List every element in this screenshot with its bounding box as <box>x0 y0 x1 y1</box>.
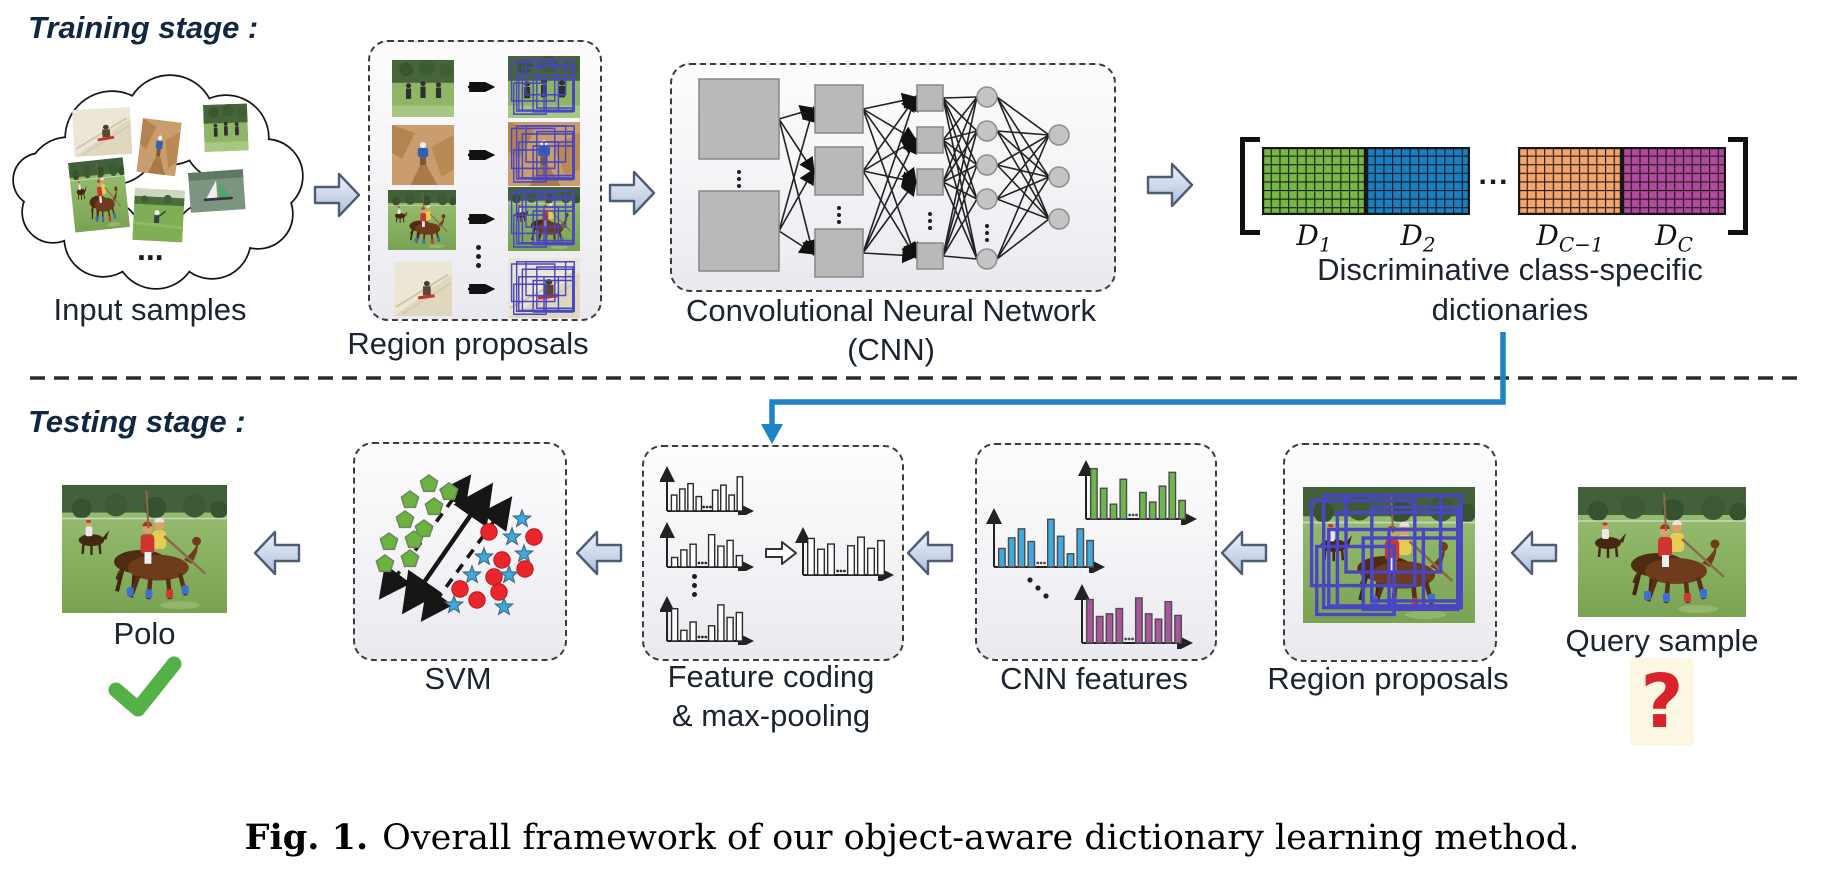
flow-arrow-left-5 <box>1510 530 1558 576</box>
region-proposals-panel-training <box>368 40 602 321</box>
dictionary-block-dc-1 <box>1518 147 1622 215</box>
question-mark-icon: ? <box>1630 658 1694 746</box>
figure-caption-prefix: Fig. 1. <box>244 817 369 858</box>
histograms-ellipsis-icon <box>692 574 697 597</box>
svm-label: SVM <box>424 661 492 696</box>
row-arrow-icon <box>468 150 496 160</box>
training-stage-label: Training stage : <box>28 10 259 45</box>
cnn-panel <box>670 63 1116 292</box>
cnn-features-panel <box>975 443 1217 661</box>
sample-photo-snow <box>394 262 452 316</box>
cnn-feature-histogram-blue <box>986 508 1105 573</box>
proposals-photo-snow <box>508 258 580 318</box>
testing-stage-label: Testing stage : <box>28 404 246 439</box>
right-bracket <box>1728 137 1748 235</box>
dict-label-dc: DC <box>1655 219 1693 257</box>
region-proposals-panel-testing <box>1283 443 1497 662</box>
pooled-histogram <box>795 527 894 581</box>
cnn-label-line1: Convolutional Neural Network <box>685 293 1097 328</box>
region-proposals-label-testing: Region proposals <box>1267 661 1509 696</box>
result-label: Polo <box>113 616 176 651</box>
figure-caption-text: Overall framework of our object-aware di… <box>382 818 1580 858</box>
dict-label-d2: D2 <box>1400 219 1436 257</box>
region-proposals-label-training: Region proposals <box>347 326 589 361</box>
input-samples-label: Input samples <box>53 292 247 327</box>
proposals-photo-rock <box>508 122 580 186</box>
dict-label-dc-1: DC−1 <box>1536 219 1604 257</box>
flow-arrow-left-3 <box>906 530 954 576</box>
flow-arrow-right-3 <box>1146 162 1194 208</box>
feature-coding-panel <box>642 445 904 661</box>
input-samples-cloud: ... <box>12 74 304 290</box>
cnn-label-line2: (CNN) <box>847 332 935 367</box>
dictionaries-caption-line1: Discriminative class-specific <box>1317 252 1703 287</box>
coding-histogram-3 <box>660 596 754 645</box>
coding-histogram-1 <box>660 466 754 515</box>
sample-photo-rock <box>392 125 454 185</box>
feature-coding-label-line2: & max-pooling <box>671 698 871 733</box>
pooling-arrow-icon <box>765 541 797 565</box>
features-ellipsis-icon <box>1027 577 1049 599</box>
flow-arrow-left-4 <box>1220 530 1268 576</box>
cnn-feature-histogram-green <box>1078 460 1197 525</box>
cloud-ellipsis: ... <box>137 231 164 267</box>
sample-photo-people <box>392 60 454 117</box>
svm-scatter-graphic <box>375 474 543 622</box>
dictionaries-caption-line2: dictionaries <box>1431 292 1589 327</box>
left-bracket <box>1240 137 1260 235</box>
feature-coding-label-line1: Feature coding <box>667 659 875 694</box>
coding-histogram-2 <box>660 522 754 571</box>
dict-label-d1: D1 <box>1296 219 1332 257</box>
cnn-features-label: CNN features <box>1000 661 1188 696</box>
check-icon <box>108 656 182 717</box>
cnn-network-graphic <box>698 78 1070 278</box>
dictionary-block-d1 <box>1262 147 1366 215</box>
figure-caption: Fig. 1. Overall framework of our object-a… <box>0 817 1824 858</box>
dictionary-block-d2 <box>1366 147 1470 215</box>
dictionary-flow-connector <box>761 332 1506 444</box>
svm-panel <box>353 442 567 661</box>
dictionaries-ellipsis: ... <box>1478 158 1510 191</box>
flow-arrow-left-1 <box>253 530 301 576</box>
result-photo-polo <box>62 485 227 613</box>
row-arrow-icon <box>468 82 496 92</box>
flow-arrow-left-2 <box>575 530 623 576</box>
flow-arrow-right-2 <box>608 170 656 216</box>
row-arrow-icon <box>468 284 496 294</box>
flow-arrow-right-1 <box>313 172 361 218</box>
dictionary-block-dc <box>1622 147 1726 215</box>
cnn-feature-histogram-purple <box>1074 584 1193 649</box>
query-proposals-photo <box>1303 487 1475 623</box>
proposals-photo-polo <box>508 187 580 251</box>
row-arrow-icon <box>468 214 496 224</box>
rows-ellipsis-icon <box>476 245 481 268</box>
query-sample-label: Query sample <box>1565 623 1759 658</box>
query-sample-photo <box>1578 487 1746 617</box>
sample-photo-polo <box>388 190 456 250</box>
proposals-photo-people <box>508 56 580 118</box>
